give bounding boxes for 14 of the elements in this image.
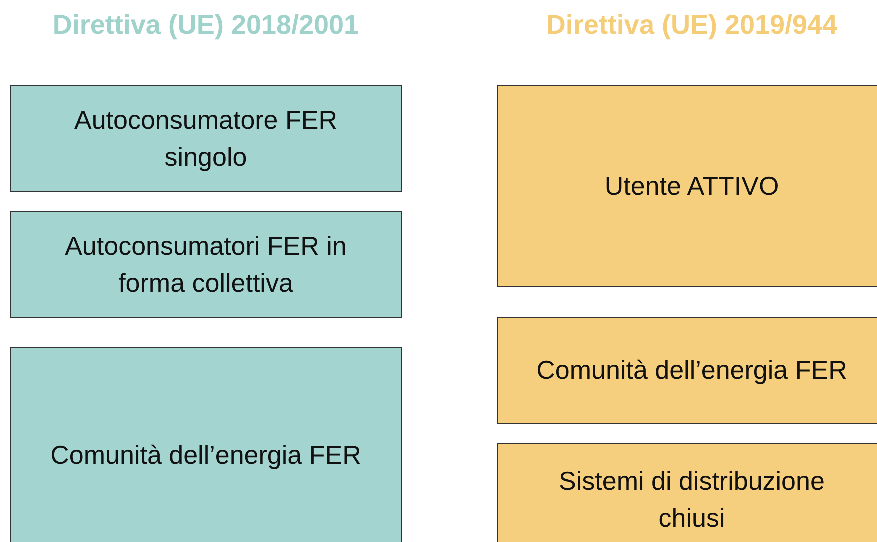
- category-box: [10, 85, 402, 192]
- category-box: [497, 317, 877, 424]
- box-label: Sistemi di distribuzione chiusi: [558, 465, 826, 535]
- category-box: [497, 443, 877, 542]
- box-label: Utente ATTIVO: [604, 170, 780, 202]
- box-label: Comunità dell’energia FER: [50, 438, 362, 472]
- category-box: [10, 211, 402, 318]
- column-heading: Direttiva (UE) 2018/2001: [52, 10, 360, 41]
- box-label: Autoconsumatori FER in forma collettiva: [64, 230, 348, 300]
- category-box: [10, 347, 402, 542]
- box-label: Comunità dell’energia FER: [536, 354, 848, 387]
- column-heading: Direttiva (UE) 2019/944: [545, 10, 839, 41]
- box-label: Autoconsumatore FER singolo: [73, 104, 338, 174]
- category-box: [497, 85, 877, 287]
